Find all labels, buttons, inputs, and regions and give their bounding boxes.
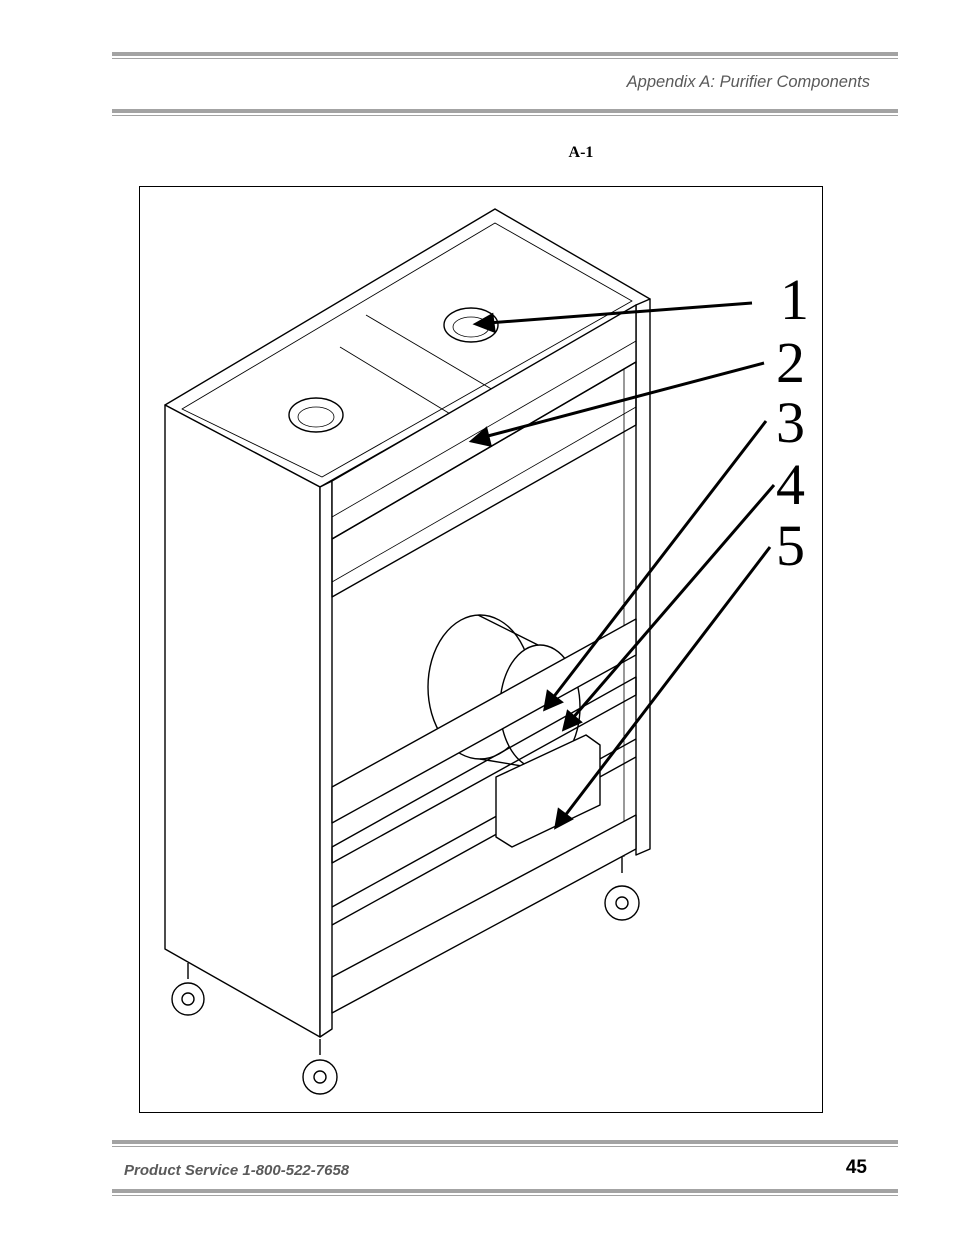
callout-4-arrowhead <box>561 709 583 732</box>
section-title: Appendix A: Purifier Components <box>626 73 870 91</box>
product-service-line: Product Service 1-800-522-7658 <box>124 1162 350 1179</box>
callout-1-leader <box>487 301 753 325</box>
callout-2-leader <box>483 361 765 439</box>
figure-frame: 1 2 3 4 5 <box>139 186 823 1113</box>
callout-1-arrowhead <box>472 312 496 334</box>
footer-top-rule <box>112 1140 898 1147</box>
caster-back-left <box>171 963 205 1016</box>
figure-label: A-1 <box>568 144 594 161</box>
callout-4: 4 <box>776 452 805 517</box>
right-post <box>635 298 651 856</box>
callout-5: 5 <box>776 513 805 578</box>
left-side-panel <box>164 404 321 1038</box>
callout-3-arrowhead <box>543 689 564 712</box>
callout-5-leader <box>562 546 772 818</box>
page-number: 45 <box>845 1157 867 1178</box>
callout-5-arrowhead <box>553 807 574 830</box>
caster-front-left <box>302 1039 338 1095</box>
callout-4-leader <box>570 484 776 720</box>
fan-opening-left <box>288 397 344 433</box>
caster-right <box>604 857 640 921</box>
filter-slot <box>331 361 637 598</box>
header-top-rule <box>112 52 898 59</box>
fan-opening-right <box>443 307 499 343</box>
callout-2: 2 <box>776 330 805 395</box>
footer-bottom-rule <box>112 1189 898 1196</box>
callout-3-leader <box>550 420 768 700</box>
header-bottom-rule <box>112 109 898 116</box>
callout-1: 1 <box>780 267 809 332</box>
purifier-illustration: 1 2 3 4 5 <box>164 208 809 1095</box>
motor-box <box>495 734 601 848</box>
mid-crossbar <box>331 618 637 824</box>
bottom-rail <box>331 814 637 1014</box>
callout-3: 3 <box>776 390 805 455</box>
callout-2-arrowhead <box>468 426 493 447</box>
